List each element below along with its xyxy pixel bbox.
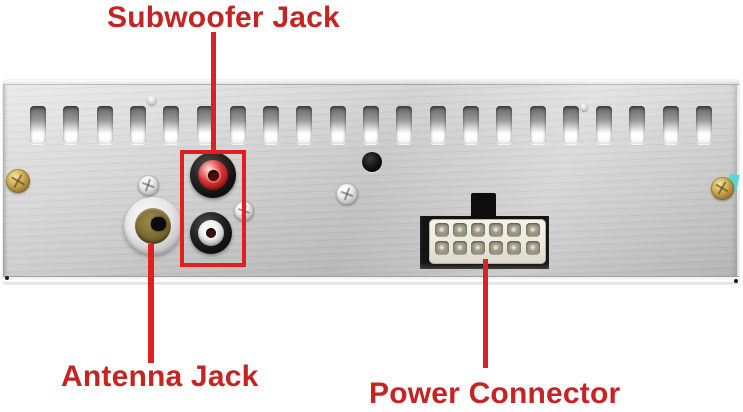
rca-white-hole — [206, 228, 216, 238]
vent-slot — [329, 106, 346, 144]
vent-slot — [562, 106, 579, 144]
vent-slot — [396, 106, 413, 144]
rca-red-hole — [207, 169, 219, 181]
antenna-label: Antenna Jack — [61, 360, 259, 393]
silver-screw-icon — [336, 183, 358, 205]
vent-slot — [496, 106, 513, 144]
rca-red-body — [198, 160, 228, 190]
vent-slot — [196, 106, 213, 144]
vent-slot — [296, 106, 313, 144]
power-pin — [525, 241, 540, 255]
power-pin — [489, 241, 504, 255]
gold-screw-icon — [710, 176, 734, 200]
subwoofer-highlight-box — [180, 150, 246, 267]
vent-slot — [629, 106, 646, 144]
power-pin — [507, 222, 522, 237]
small-screw-icon — [147, 95, 157, 105]
power-pin — [470, 241, 485, 255]
silver-screw-icon — [137, 174, 159, 196]
antenna-jack — [124, 197, 182, 255]
vent-slot — [229, 106, 246, 144]
vent-slot — [696, 106, 712, 144]
rca-white-body — [198, 220, 224, 246]
chassis-hole — [362, 152, 382, 172]
antenna-jack-barrel — [135, 208, 171, 244]
vent-slot — [96, 106, 113, 144]
power-pin — [470, 222, 485, 237]
vent-slot — [596, 106, 613, 144]
power-label: Power Connector — [369, 377, 621, 410]
corner-hole — [734, 279, 738, 283]
power-pointer-line — [483, 259, 488, 368]
vent-slot — [429, 106, 446, 144]
small-screw-icon — [580, 103, 588, 111]
power-pin — [452, 241, 467, 255]
subwoofer-pointer-line — [211, 32, 216, 152]
subwoofer-label: Subwoofer Jack — [107, 1, 340, 34]
power-pin — [507, 241, 522, 255]
corner-hole — [5, 276, 9, 280]
subwoofer-rca-jack-red — [190, 152, 236, 198]
power-connector — [429, 219, 546, 264]
power-pin — [489, 222, 504, 237]
power-pin — [452, 222, 467, 237]
power-pin — [525, 222, 540, 237]
vent-slot — [163, 106, 180, 144]
antenna-jack-hole — [151, 217, 166, 231]
vent-slot — [529, 106, 546, 144]
subwoofer-rca-jack-white — [190, 212, 232, 254]
vent-slot — [462, 106, 479, 144]
vent-slot — [662, 106, 679, 144]
vent-slot — [30, 106, 46, 144]
vent-slot — [363, 106, 379, 144]
antenna-pointer-line — [148, 244, 154, 363]
vent-slot — [263, 106, 280, 144]
vent-slot — [129, 106, 146, 144]
power-pin — [434, 222, 449, 237]
vent-slot — [63, 106, 80, 144]
power-pin — [434, 241, 449, 255]
power-latch-tab — [471, 193, 496, 218]
gold-screw-icon — [6, 169, 30, 193]
